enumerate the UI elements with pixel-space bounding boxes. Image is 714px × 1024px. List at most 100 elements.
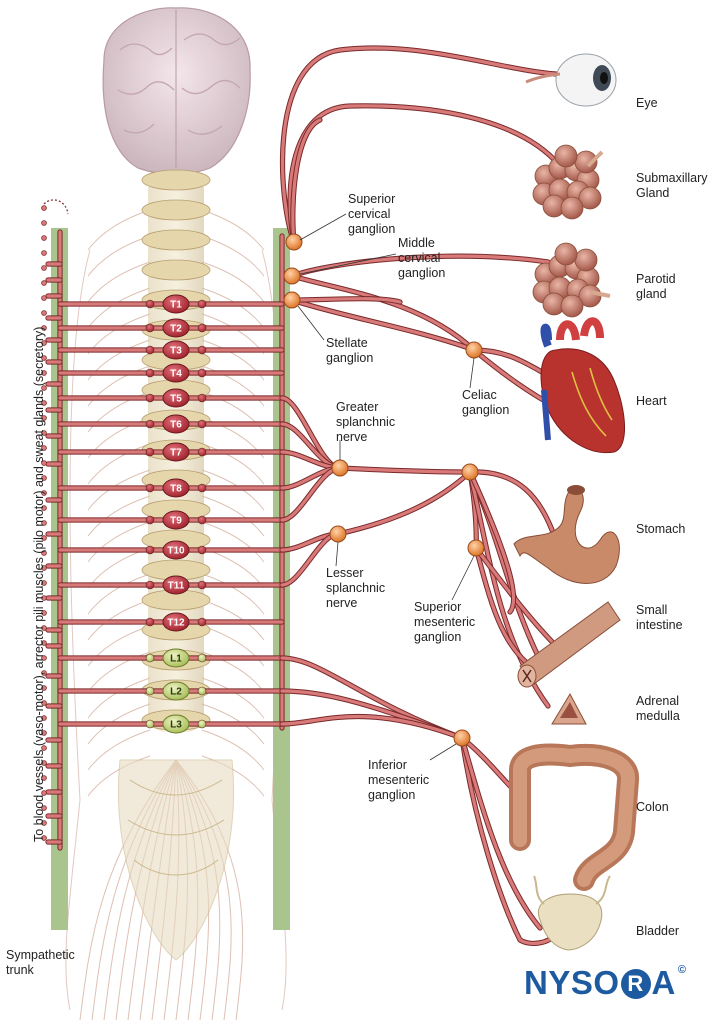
branch-terminal xyxy=(41,505,47,511)
label-line: mesenteric xyxy=(368,773,430,787)
label-line: Parotid xyxy=(636,272,676,286)
spinal-root xyxy=(201,391,265,433)
spinal-root xyxy=(87,755,151,797)
leader-line xyxy=(451,555,475,601)
branch-terminal xyxy=(41,295,47,301)
branch-terminal xyxy=(41,715,47,721)
label-superior-cervical-ganglion: Superior cervical ganglion xyxy=(348,192,395,237)
label-line: intestine xyxy=(636,618,683,632)
branch-terminal xyxy=(41,385,47,391)
label-line: Celiac xyxy=(462,388,497,402)
spinal-root xyxy=(201,573,265,615)
branch-terminal xyxy=(41,790,47,796)
segment-node-T8 xyxy=(162,478,190,498)
segment-label-T11: T11 xyxy=(168,581,185,592)
branch-terminal xyxy=(41,355,47,361)
segment-side-node xyxy=(145,345,155,355)
vertebra xyxy=(141,169,211,191)
nerve-to-eye-outline xyxy=(279,45,559,245)
segment-node-T11 xyxy=(162,575,190,595)
branch-terminal xyxy=(41,490,47,496)
branch-terminal xyxy=(41,760,47,766)
spinal-root xyxy=(201,547,265,589)
eye xyxy=(525,53,617,107)
spinal-root xyxy=(87,547,151,589)
segment-node-T2 xyxy=(162,318,190,338)
label-heart: Heart xyxy=(636,394,667,408)
segment-node-L2 xyxy=(162,681,190,701)
nerve-to-bladder xyxy=(460,736,542,930)
segment-label-T5: T5 xyxy=(170,394,182,405)
segment-side-node xyxy=(145,545,155,555)
branch-terminal xyxy=(41,220,47,226)
label-line: cervical xyxy=(398,251,441,265)
gland-lobule xyxy=(554,242,578,266)
label-celiac-ganglion: Celiac ganglion xyxy=(462,388,509,418)
segment-label-T2: T2 xyxy=(170,324,182,335)
label-sympathetic-trunk: Sympathetic trunk xyxy=(6,948,75,978)
label-line: Lesser xyxy=(326,566,364,580)
spinal-root xyxy=(201,287,265,329)
label-eye: Eye xyxy=(636,96,658,110)
label-superior-mesenteric-ganglion: Superior mesenteric ganglion xyxy=(414,600,475,645)
segment-side-node xyxy=(145,617,155,627)
segment-label-T10: T10 xyxy=(167,546,185,557)
spinal-root xyxy=(87,729,151,771)
branch-terminal xyxy=(41,535,47,541)
segment-side-node xyxy=(197,617,207,627)
vertebra xyxy=(141,259,211,281)
segment-side-node xyxy=(145,299,155,309)
label-line: ganglion xyxy=(348,222,396,236)
logo-copyright: © xyxy=(677,964,687,976)
label-line: Adrenal xyxy=(636,694,680,708)
branch-terminal xyxy=(41,430,47,436)
spinal-root xyxy=(87,651,151,693)
branch-terminal xyxy=(41,445,47,451)
branch-terminal xyxy=(41,550,47,556)
segment-node-T5 xyxy=(162,388,190,408)
branch-terminal xyxy=(41,400,47,406)
segment-side-node xyxy=(197,686,207,696)
gland-lobule xyxy=(560,294,584,318)
label-line: Stellate xyxy=(326,336,368,350)
segment-side-node xyxy=(197,483,207,493)
celiac-plexus-ganglion xyxy=(461,463,479,481)
vertebra xyxy=(141,199,211,221)
label-line: splanchnic xyxy=(326,581,386,595)
spinal-root xyxy=(87,391,151,433)
bladder xyxy=(533,875,611,951)
branch-terminal xyxy=(41,700,47,706)
segment-side-node xyxy=(197,447,207,457)
leader-line xyxy=(299,213,347,241)
label-submaxillary-gland: Submaxillary Gland xyxy=(636,171,708,201)
label-stomach: Stomach xyxy=(636,522,686,536)
segment-side-node xyxy=(145,515,155,525)
nerve-branch xyxy=(291,118,322,244)
branch-terminal xyxy=(41,730,47,736)
label-lesser-splanchnic-nerve: Lesser splanchnic nerve xyxy=(326,566,385,611)
leader-line xyxy=(297,305,325,341)
segment-label-T4: T4 xyxy=(170,369,182,380)
branch-terminal xyxy=(41,460,47,466)
segment-side-node xyxy=(197,345,207,355)
label-colon: Colon xyxy=(636,800,669,814)
spinal-root xyxy=(201,365,265,407)
spinal-root xyxy=(87,573,151,615)
spinal-root xyxy=(87,261,151,303)
segment-node-T12 xyxy=(162,612,190,632)
greater-splanchnic-root xyxy=(280,450,342,470)
segment-label-T9: T9 xyxy=(170,516,182,527)
segment-side-node xyxy=(145,368,155,378)
branch-terminal xyxy=(41,595,47,601)
label-adrenal-medulla: Adrenal medulla xyxy=(636,694,680,724)
label-bladder: Bladder xyxy=(636,924,680,938)
segment-node-L3 xyxy=(162,714,190,734)
inferior-mesenteric-ganglion xyxy=(453,729,471,747)
spinal-root xyxy=(201,209,265,251)
spinal-root xyxy=(201,261,265,303)
spinal-root xyxy=(201,495,265,537)
label-inferior-mesenteric-ganglion: Inferior mesenteric ganglion xyxy=(368,758,429,803)
branch-terminal xyxy=(41,685,47,691)
